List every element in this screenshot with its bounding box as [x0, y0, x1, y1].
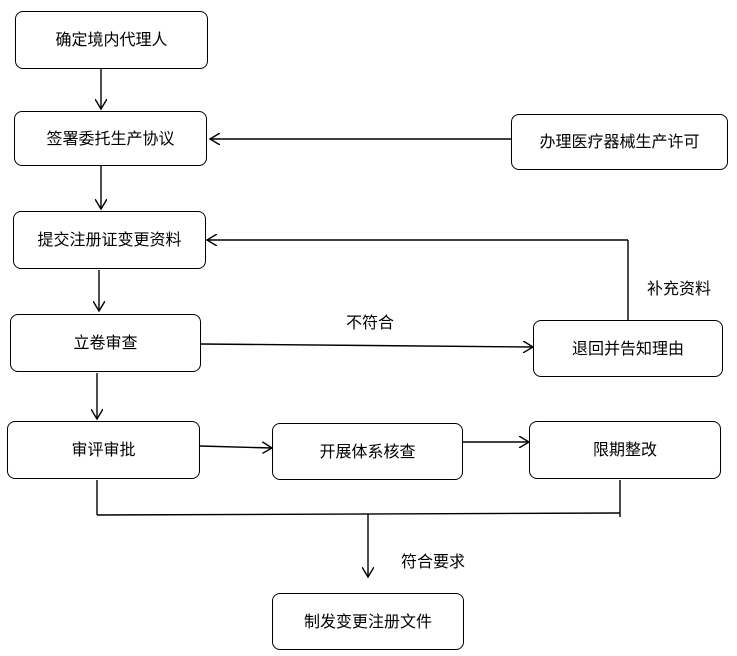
label-not-compliant: 不符合 [346, 313, 395, 332]
node-label: 制发变更注册文件 [303, 611, 432, 631]
node-manufacture-license: 办理医疗器械生产许可 [511, 114, 728, 170]
node-issue-doc: 制发变更注册文件 [272, 593, 464, 650]
node-sign-agreement: 签署委托生产协议 [14, 111, 207, 166]
node-system-inspection: 开展体系核查 [272, 423, 463, 480]
node-rectify: 限期整改 [529, 421, 721, 479]
label-compliant: 符合要求 [401, 552, 466, 571]
node-label: 退回并告知理由 [571, 338, 684, 358]
node-label: 限期整改 [592, 440, 657, 459]
node-label: 审评审批 [71, 440, 136, 459]
node-label: 办理医疗器械生产许可 [539, 132, 700, 151]
node-return-notice: 退回并告知理由 [533, 320, 723, 377]
label-supplement: 补充资料 [647, 279, 712, 298]
node-label: 提交注册证变更资料 [37, 230, 182, 249]
node-file-review: 立卷审查 [10, 314, 201, 372]
arrow-review-to-return [200, 344, 533, 347]
line-merge-horizontal [96, 512, 621, 516]
node-review-approval: 审评审批 [7, 421, 200, 479]
node-label: 立卷审查 [73, 333, 138, 352]
node-label: 开展体系核查 [319, 441, 416, 461]
node-label: 确定境内代理人 [55, 30, 168, 49]
node-confirm-agent: 确定境内代理人 [15, 11, 208, 69]
node-label: 签署委托生产协议 [46, 128, 175, 148]
arrow-approval-to-inspection [199, 446, 272, 448]
node-submit-docs: 提交注册证变更资料 [13, 211, 206, 269]
